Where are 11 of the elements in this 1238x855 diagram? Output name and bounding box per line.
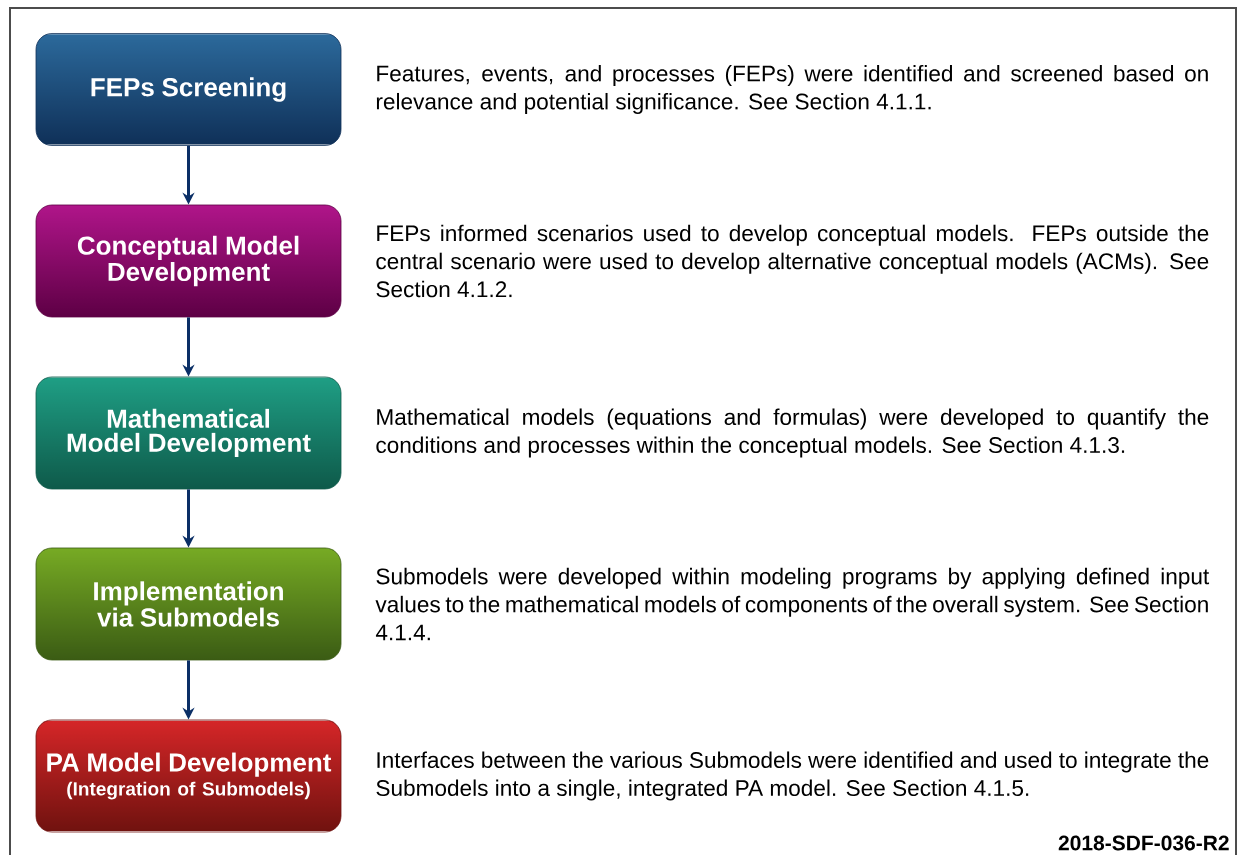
description-text: Features, events, and processes (FEPs) were identified and screened based on relevance and potential significance. See Section 4.1.1. <box>376 64 1208 114</box>
process-box: PA Model Development (Integration of Submodels) <box>35 719 342 833</box>
process-box: Conceptual Model Development <box>35 204 342 318</box>
description-text: Submodels were developed within modeling programs by applying defined input values to the mathematical models of components of the overall system. See Section 4.1.4. <box>375 567 1210 641</box>
process-box: Implementation via Submodels <box>35 547 342 661</box>
process-box: FEPs Screening <box>35 33 342 146</box>
figure-id: 2018-SDF-036-R2 <box>1058 835 1229 851</box>
description-text: Interfaces between the various Submodels were identified and used to integrate the Submodels into a single, integrated PA model. See Section 4.1.5. <box>376 751 1209 801</box>
process-box: Mathematical Model Development <box>35 376 342 490</box>
description-text: Mathematical models (equations and formulas) were developed to quantify the conditions and processes within the conceptual models. See Section 4.1.3. <box>376 408 1209 458</box>
description-text: FEPs informed scenarios used to develop conceptual models. FEPs outside the central scenario were used to develop alternative conceptual models (ACMs). See Section 4.1.2. <box>376 224 1209 298</box>
